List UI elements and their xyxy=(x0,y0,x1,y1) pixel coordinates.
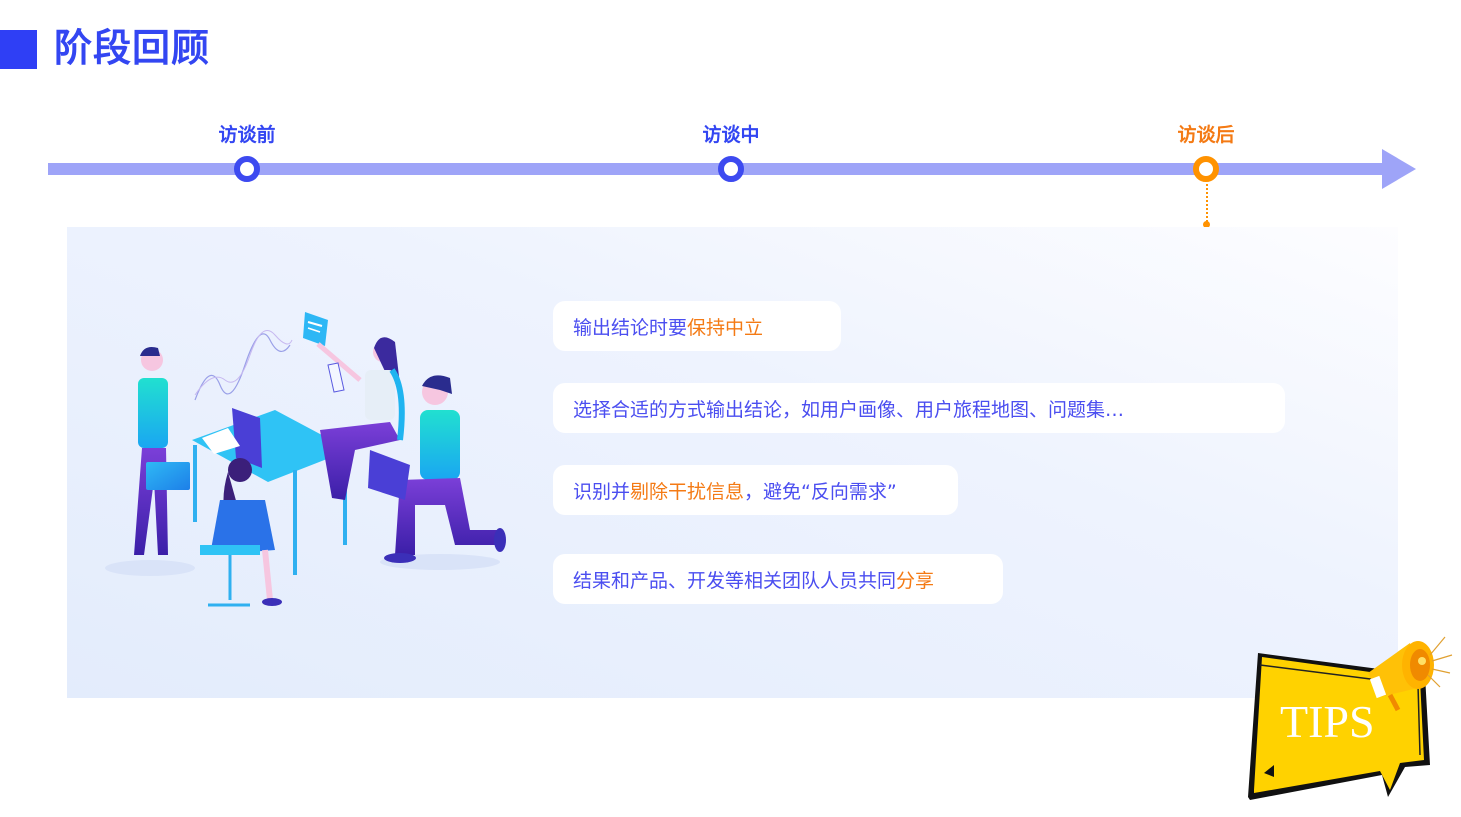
team-collaboration-illustration xyxy=(105,312,506,607)
stage-node-during xyxy=(718,156,744,182)
stage-label-during: 访谈中 xyxy=(702,124,760,146)
stage-label-before: 访谈前 xyxy=(218,124,276,146)
page-title: 阶段回顾 xyxy=(54,26,211,70)
tip-card-4: 结果和产品、开发等相关团队人员共同分享 xyxy=(553,554,1003,604)
title-accent-block xyxy=(0,30,37,69)
stage-connector-dot xyxy=(1203,221,1210,228)
tip-card-2: 选择合适的方式输出结论，如用户画像、用户旅程地图、问题集… xyxy=(553,383,1285,433)
stage-timeline: 访谈前 访谈中 访谈后 xyxy=(0,0,1461,230)
tip-text: 输出结论时要 xyxy=(573,316,688,339)
tips-badge: TIPS xyxy=(1248,636,1453,800)
stage-node-before xyxy=(234,156,260,182)
tip-text: 结果和产品、开发等相关团队人员共同 xyxy=(573,569,897,592)
tip-highlight: 保持中立 xyxy=(687,316,764,339)
stage-connector-line xyxy=(1206,184,1208,222)
stage-node-after xyxy=(1193,156,1219,182)
tip-card-3: 识别并剔除干扰信息，避免“反向需求” xyxy=(553,465,958,515)
tip-highlight: 分享 xyxy=(896,569,935,592)
timeline-arrow-icon xyxy=(1382,149,1416,189)
tip-text: 选择合适的方式输出结论，如用户画像、用户旅程地图、问题集… xyxy=(573,398,1125,421)
tips-label: TIPS xyxy=(1280,696,1375,747)
megaphone-icon xyxy=(1368,636,1453,712)
tip-text: ，避免“反向需求” xyxy=(744,480,897,503)
tip-card-1: 输出结论时要保持中立 xyxy=(553,301,841,351)
tip-highlight: 剔除干扰信息 xyxy=(630,480,745,503)
tip-text: 识别并 xyxy=(573,480,631,503)
stage-label-after: 访谈后 xyxy=(1177,124,1235,146)
